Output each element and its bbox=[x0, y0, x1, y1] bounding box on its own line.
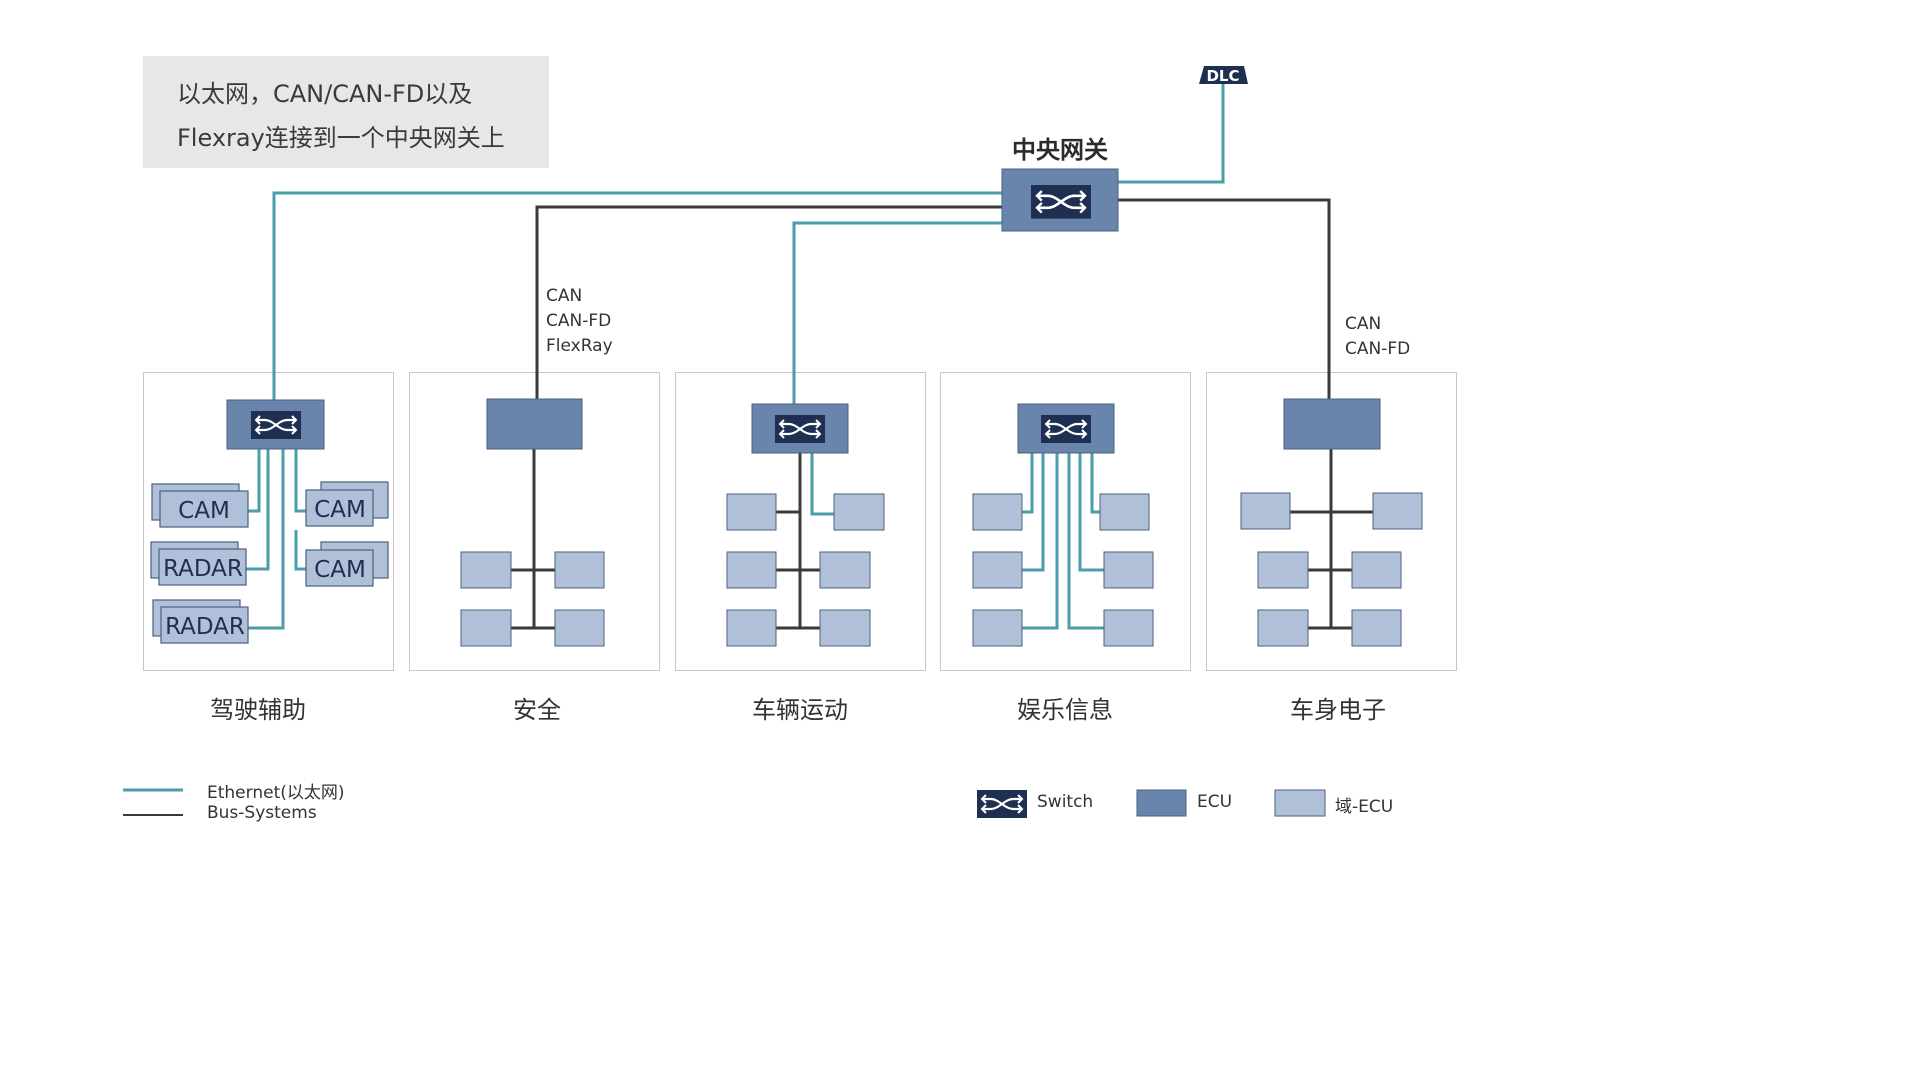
ethernet-link bbox=[1078, 453, 1104, 572]
domain-ecu bbox=[1351, 609, 1402, 647]
legend-domain-ecu-swatch bbox=[1274, 789, 1326, 817]
radar-label: RADAR bbox=[163, 556, 243, 582]
ethernet-link-dlc bbox=[1118, 84, 1225, 184]
domain-ecu bbox=[833, 493, 885, 531]
legend-ecu-label: ECU bbox=[1197, 792, 1233, 812]
cam-card bbox=[159, 490, 249, 528]
legend-switch-label: Switch bbox=[1037, 792, 1094, 812]
safety-ecu bbox=[486, 398, 583, 450]
domain-ecu bbox=[1099, 493, 1150, 531]
switch-icon bbox=[249, 409, 303, 441]
ethernet-link-chassis bbox=[792, 221, 1002, 404]
domain-name-infotainment: 娱乐信息 bbox=[1017, 696, 1113, 724]
legend-ethernet-label: Ethernet(以太网) bbox=[207, 783, 345, 803]
domain-ecu bbox=[460, 609, 512, 647]
domain-ecu bbox=[726, 551, 777, 589]
domain-name-adas: 驾驶辅助 bbox=[210, 696, 306, 724]
domain-ecu bbox=[1257, 551, 1309, 589]
legend-ecu-swatch bbox=[1136, 789, 1187, 817]
bus-note-line: CAN-FD bbox=[546, 311, 612, 331]
domain-ecu bbox=[554, 551, 605, 589]
domain-ecu bbox=[1257, 609, 1309, 647]
domain-ecu bbox=[972, 493, 1023, 531]
gateway-title: 中央网关 bbox=[1012, 136, 1108, 164]
ethernet-link bbox=[1067, 453, 1104, 630]
cam-label: CAM bbox=[178, 498, 230, 524]
info-line-1: 以太网，CAN/CAN-FD以及 bbox=[177, 80, 473, 108]
network-topology: CAM RADAR RADAR CAM CAM bbox=[123, 66, 1457, 820]
ethernet-link bbox=[1090, 453, 1100, 514]
cam-label: CAM bbox=[314, 557, 366, 583]
cam-card bbox=[305, 489, 374, 527]
domain-ecu bbox=[1103, 551, 1154, 589]
domain-name-body: 车身电子 bbox=[1290, 696, 1386, 724]
domain-ecu bbox=[1372, 492, 1423, 530]
radar-card bbox=[160, 606, 249, 644]
bus-note-line: CAN bbox=[1345, 314, 1382, 334]
domain-ecu bbox=[1103, 609, 1154, 647]
ethernet-link bbox=[1022, 453, 1034, 514]
domain-ecu bbox=[819, 609, 871, 647]
switch-icon bbox=[1039, 413, 1093, 445]
bus-note-line: CAN-FD bbox=[1345, 339, 1411, 359]
domain-ecu bbox=[726, 493, 777, 531]
dlc-connector bbox=[1199, 66, 1248, 84]
body-ecu bbox=[1283, 398, 1381, 450]
ethernet-link-cam-2 bbox=[294, 449, 306, 513]
bus-note-body: CAN CAN-FD bbox=[1345, 312, 1410, 362]
domain-ecu bbox=[972, 609, 1023, 647]
domain-ecu bbox=[1351, 551, 1402, 589]
bus-link-safety bbox=[535, 205, 1002, 399]
info-callout: 以太网，CAN/CAN-FD以及 Flexray连接到一个中央网关上 bbox=[143, 56, 549, 168]
ethernet-link-cam-1 bbox=[248, 449, 261, 513]
domain-ecu bbox=[1240, 492, 1291, 530]
dlc-label: DLC bbox=[1206, 67, 1239, 85]
legend-domain-ecu-label: 域-ECU bbox=[1335, 797, 1394, 817]
domain-ecu bbox=[819, 551, 871, 589]
bus-link-body bbox=[1118, 198, 1331, 399]
domain-name-chassis: 车辆运动 bbox=[752, 696, 848, 724]
ethernet-link-cam-3 bbox=[294, 530, 306, 571]
domain-ecu bbox=[460, 551, 512, 589]
cam-label: CAM bbox=[314, 497, 366, 523]
ethernet-link bbox=[810, 453, 834, 516]
bus-note-line: CAN bbox=[546, 286, 583, 306]
legend-bus-label: Bus-Systems bbox=[207, 803, 317, 823]
bus-note-safety: CAN CAN-FD FlexRay bbox=[546, 284, 613, 359]
switch-icon bbox=[1029, 183, 1093, 220]
ethernet-link-radar-1 bbox=[246, 449, 270, 571]
ethernet-link bbox=[1022, 453, 1045, 572]
network-diagram: CAM RADAR RADAR CAM CAM bbox=[123, 56, 1457, 823]
domain-name-safety: 安全 bbox=[513, 696, 561, 724]
switch-icon bbox=[773, 413, 827, 445]
switch-icon bbox=[975, 788, 1029, 820]
radar-label: RADAR bbox=[165, 614, 245, 640]
domain-ecu bbox=[554, 609, 605, 647]
domain-ecu bbox=[972, 551, 1023, 589]
cam-card bbox=[305, 549, 374, 587]
info-line-2: Flexray连接到一个中央网关上 bbox=[177, 124, 505, 152]
bus-note-line: FlexRay bbox=[546, 336, 613, 356]
ethernet-link-radar-2 bbox=[248, 449, 285, 630]
domain-ecu bbox=[726, 609, 777, 647]
ethernet-link-adas bbox=[272, 191, 1002, 400]
radar-card bbox=[158, 548, 247, 586]
ethernet-link bbox=[1022, 453, 1059, 630]
